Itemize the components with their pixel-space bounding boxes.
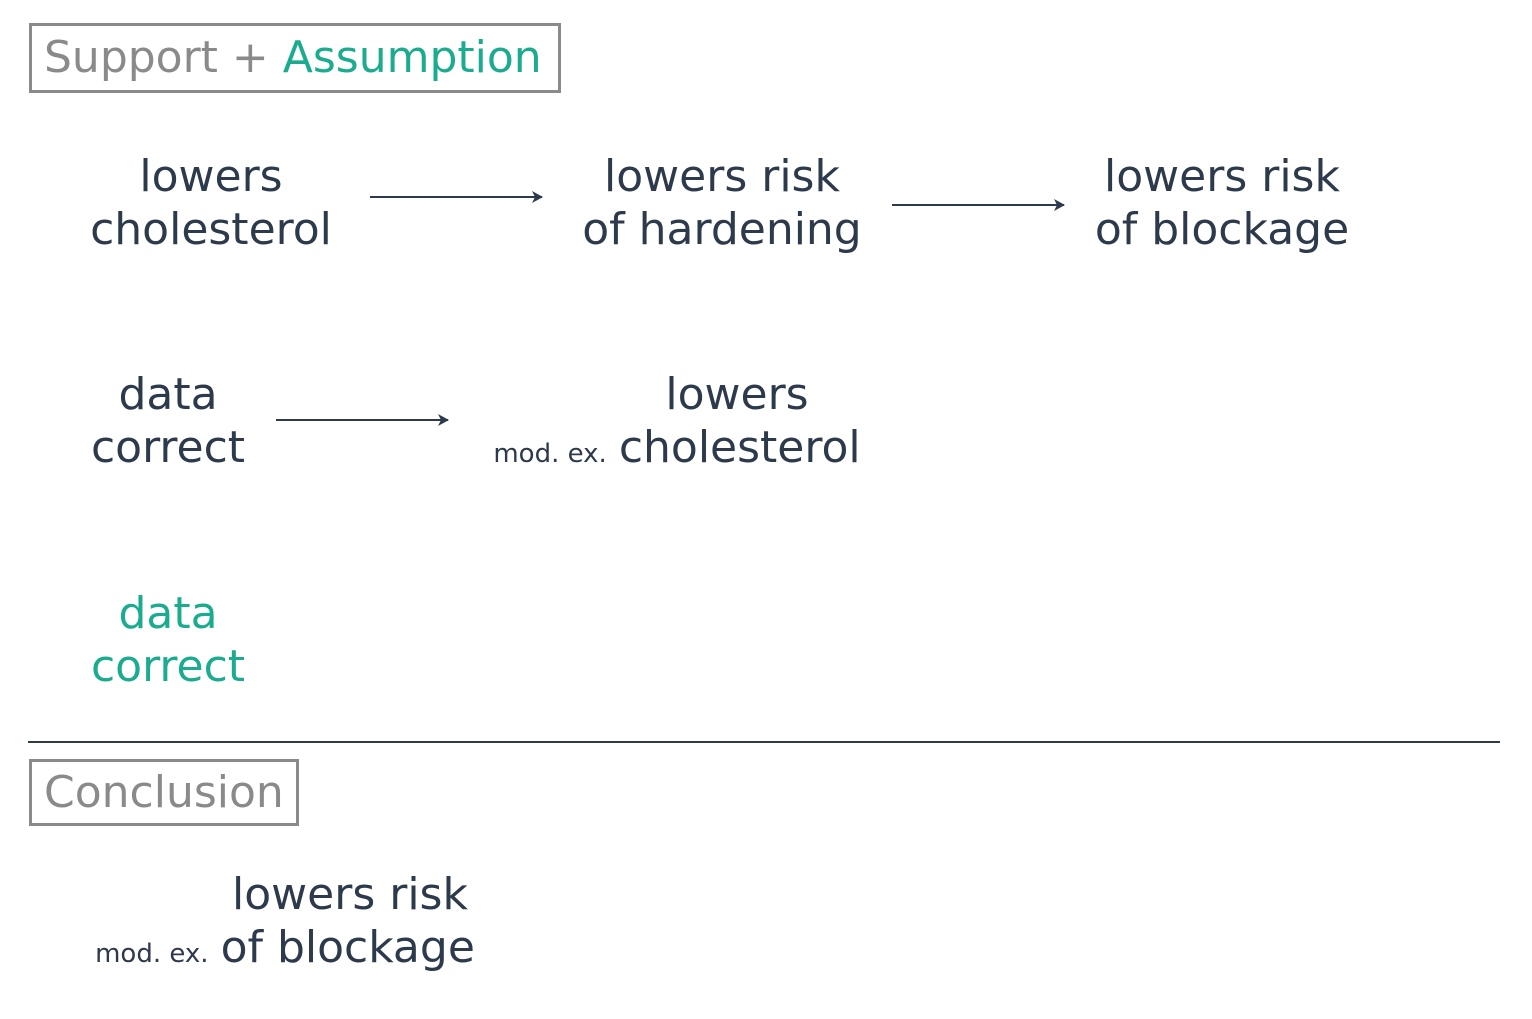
modifier-text: mod. ex.: [493, 439, 607, 469]
node-line-1: data: [118, 588, 218, 639]
node-lowers-risk-blockage: lowers risk of blockage: [1082, 150, 1362, 256]
node-assumption-data-correct: data correct: [78, 587, 258, 693]
node-data-correct: data correct: [78, 368, 258, 474]
node-line-2: of hardening: [582, 204, 862, 255]
node-mod-ex-lowers-cholesterol: lowers mod. ex. cholesterol: [486, 368, 868, 481]
node-line-1: data: [118, 369, 218, 420]
conclusion-label-text: Conclusion: [44, 766, 284, 818]
node-line-2: of blockage: [220, 922, 475, 973]
node-line-1: lowers risk: [232, 869, 468, 920]
node-line-2: correct: [90, 422, 246, 473]
node-line-2: of blockage: [1094, 204, 1350, 255]
node-lowers-risk-hardening: lowers risk of hardening: [572, 150, 872, 256]
node-line-2-wrap: mod. ex. of blockage: [83, 921, 487, 981]
node-line-2: correct: [90, 641, 246, 692]
node-line-2: cholesterol: [618, 422, 861, 473]
plus-sign: +: [217, 32, 283, 83]
support-label-text: Support: [44, 32, 218, 83]
conclusion-label: Conclusion: [29, 759, 299, 826]
node-conclusion-mod-ex-lowers-risk-blockage: lowers risk mod. ex. of blockage: [83, 868, 487, 981]
node-line-1: lowers: [139, 151, 283, 202]
assumption-label-text: Assumption: [282, 32, 542, 83]
node-line-1: lowers: [665, 369, 809, 420]
modifier-text: mod. ex.: [95, 939, 209, 969]
section-divider: [28, 741, 1500, 743]
support-assumption-label: Support + Assumption: [29, 23, 561, 93]
node-line-2: cholesterol: [90, 204, 332, 255]
node-line-2-wrap: mod. ex. cholesterol: [486, 421, 868, 481]
node-lowers-cholesterol: lowers cholesterol: [86, 150, 336, 256]
node-line-1: lowers risk: [1104, 151, 1340, 202]
node-line-1: lowers risk: [604, 151, 840, 202]
